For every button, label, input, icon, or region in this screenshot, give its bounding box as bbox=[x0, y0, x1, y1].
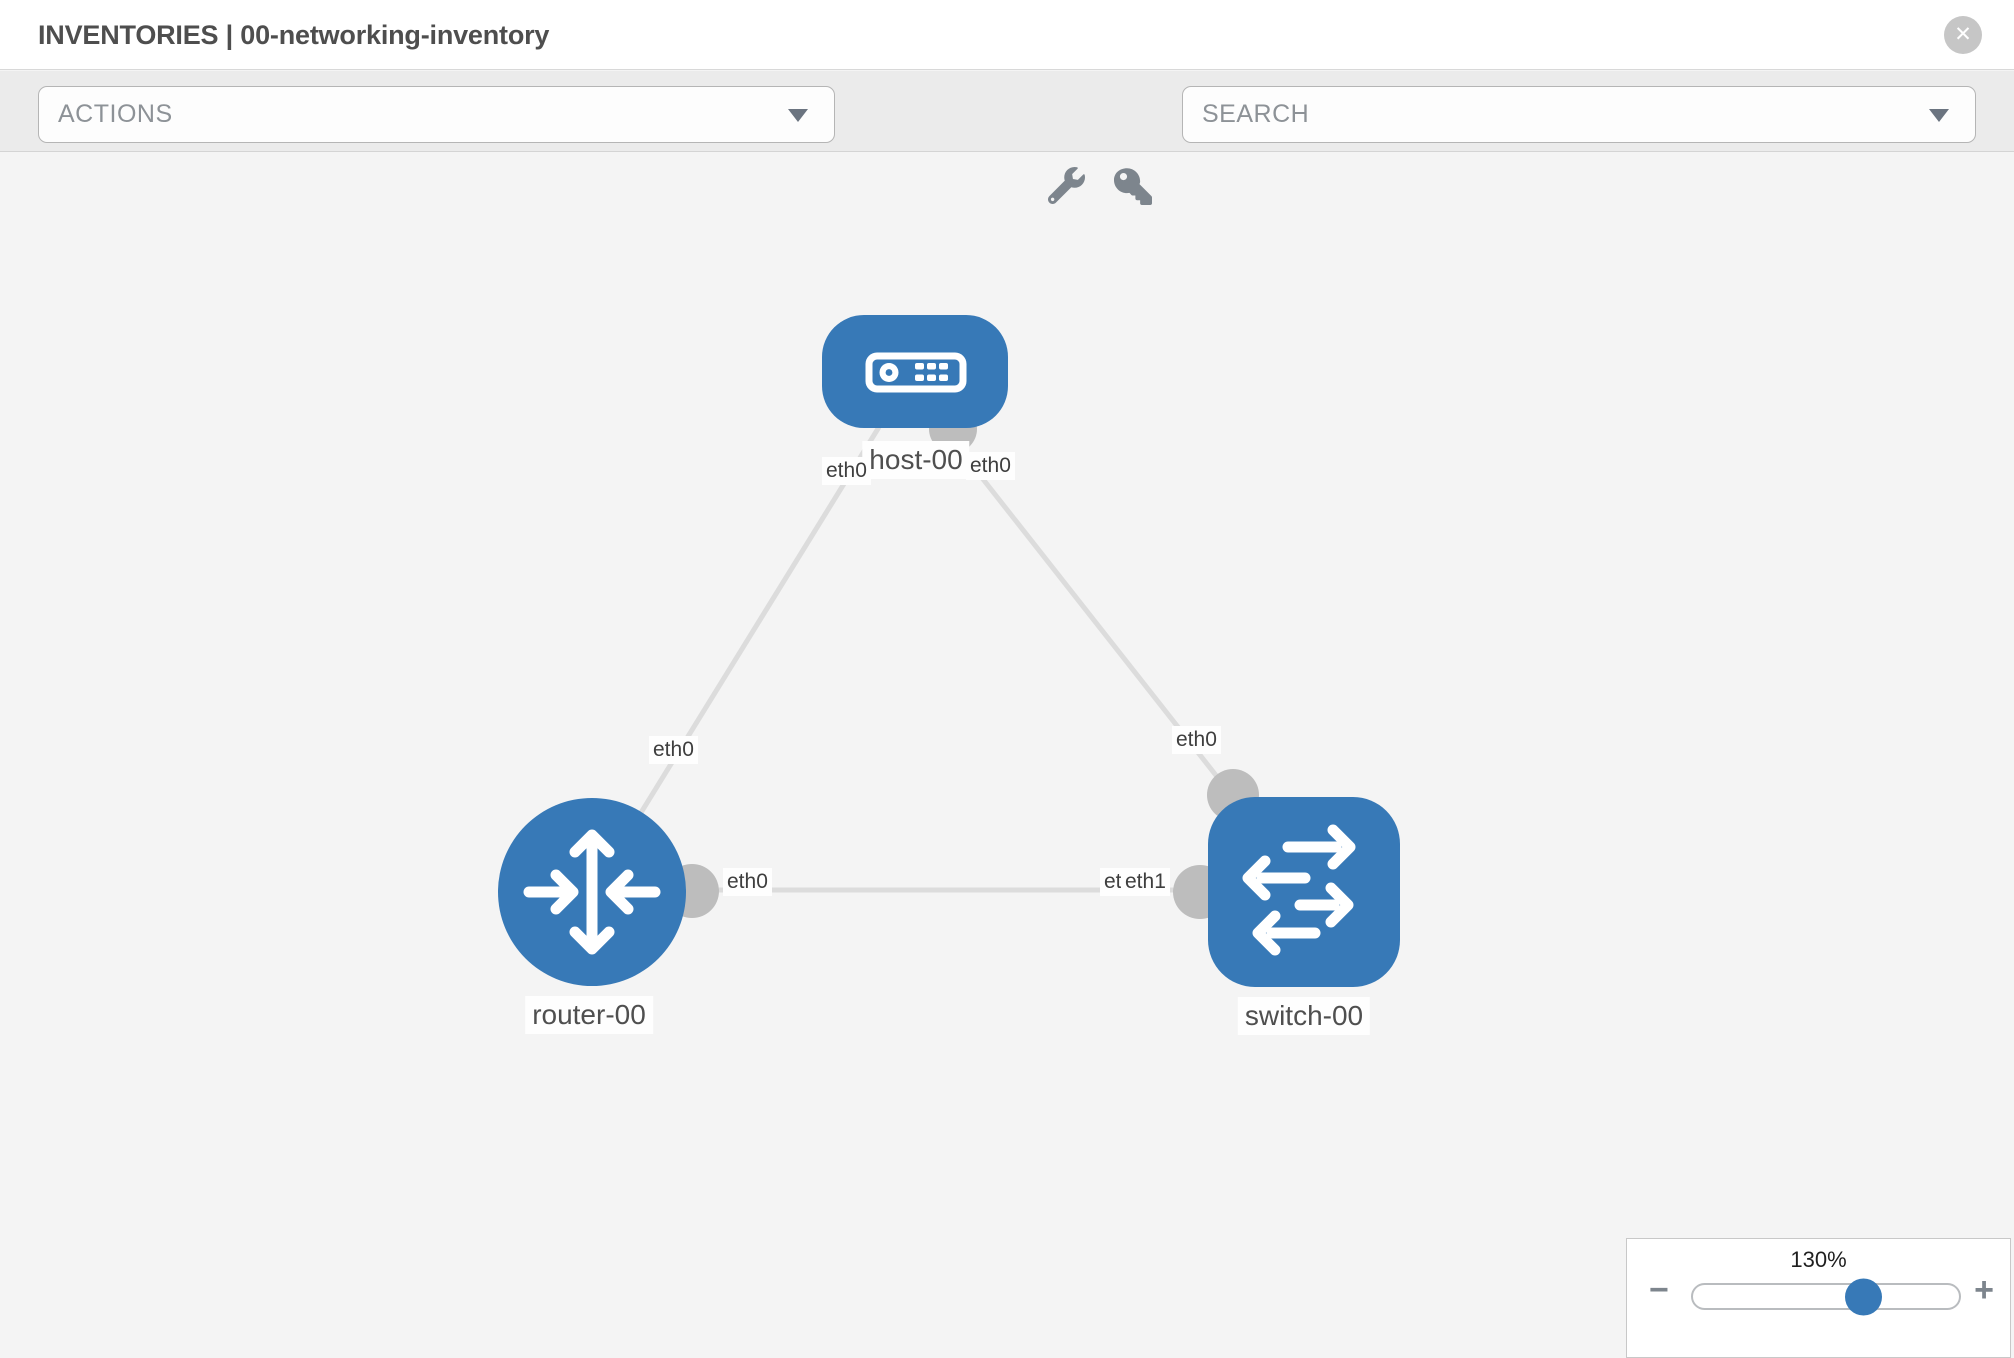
zoom-out-button[interactable]: − bbox=[1649, 1271, 1669, 1309]
iface-label-host-left: eth0 bbox=[822, 457, 871, 485]
zoom-slider-thumb[interactable] bbox=[1845, 1278, 1882, 1315]
iface-label-bottom-router: eth0 bbox=[723, 868, 772, 896]
close-icon[interactable]: ✕ bbox=[1944, 16, 1982, 54]
actions-dropdown[interactable]: ACTIONS bbox=[38, 86, 835, 143]
zoom-panel: 130% − + bbox=[1626, 1238, 2011, 1358]
host-icon bbox=[865, 352, 967, 393]
iface-label-router-diag: eth0 bbox=[649, 736, 698, 764]
wrench-icon[interactable] bbox=[1048, 167, 1085, 204]
iface-label-bottom-switch-over: eth1 bbox=[1121, 868, 1170, 896]
iface-label-host-right: eth0 bbox=[966, 452, 1015, 480]
zoom-slider[interactable] bbox=[1691, 1278, 1961, 1315]
node-router[interactable] bbox=[498, 798, 686, 986]
node-label-switch[interactable]: switch-00 bbox=[1237, 997, 1371, 1035]
port-markers bbox=[665, 405, 1259, 919]
node-label-router[interactable]: router-00 bbox=[525, 996, 653, 1034]
search-dropdown-label: SEARCH bbox=[1202, 100, 1310, 128]
node-label-host[interactable]: host-00 bbox=[862, 441, 970, 479]
switch-icon bbox=[1242, 824, 1356, 956]
search-dropdown[interactable]: SEARCH bbox=[1182, 86, 1976, 143]
key-icon[interactable] bbox=[1114, 167, 1152, 205]
actions-dropdown-label: ACTIONS bbox=[58, 100, 173, 128]
chevron-down-icon bbox=[1929, 109, 1949, 122]
chevron-down-icon bbox=[788, 109, 808, 122]
topology-graph bbox=[498, 315, 1400, 987]
topology-links bbox=[589, 425, 1235, 894]
node-host[interactable] bbox=[822, 315, 1008, 428]
zoom-level: 130% bbox=[1790, 1247, 1847, 1272]
node-switch[interactable] bbox=[1208, 797, 1400, 987]
router-icon bbox=[523, 829, 661, 955]
zoom-in-button[interactable]: + bbox=[1974, 1271, 1994, 1309]
page-header: INVENTORIES | 00-networking-inventory ✕ bbox=[0, 0, 2014, 70]
topology-canvas[interactable]: host-00 router-00 switch-00 eth0 eth0 et… bbox=[0, 153, 2014, 1358]
iface-label-switch-diag: eth0 bbox=[1172, 726, 1221, 754]
toolbar: ACTIONS SEARCH bbox=[0, 71, 2014, 205]
page-title: INVENTORIES | 00-networking-inventory bbox=[38, 20, 550, 50]
